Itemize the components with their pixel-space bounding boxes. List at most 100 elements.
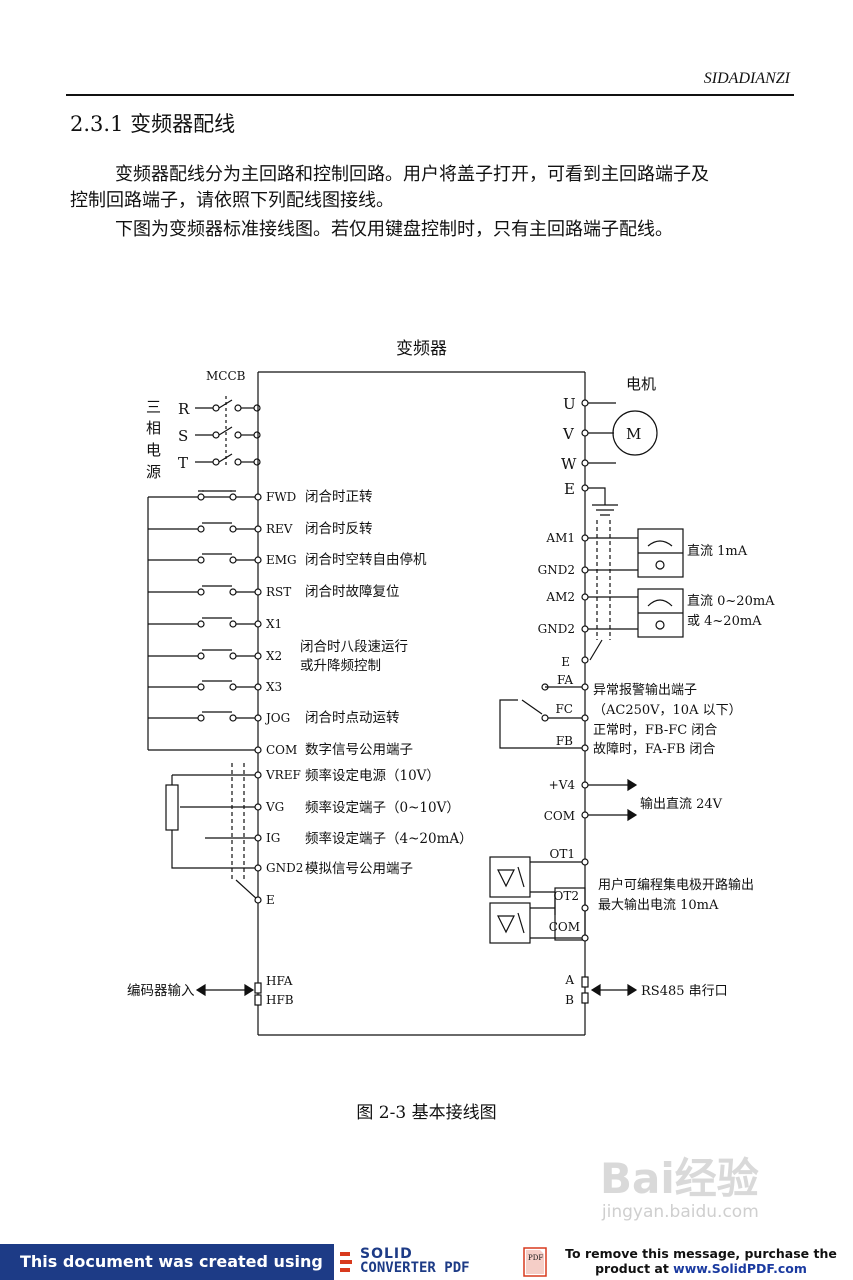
section-number: 2.3.1 (70, 112, 124, 136)
desc-vg: 频率设定端子（0~10V） (305, 799, 460, 816)
rs485-arrows (590, 983, 638, 997)
mccb-label: MCCB (206, 369, 246, 383)
potentiometer (165, 763, 259, 901)
power-label-4: 源 (146, 463, 161, 481)
desc-fwd: 闭合时正转 (305, 489, 373, 505)
terminal-v4: +V4 (549, 778, 576, 792)
rs485-label: RS485 串行口 (641, 984, 728, 999)
encoder-label: 编码器输入 (127, 983, 195, 999)
terminal-b: B (565, 993, 574, 1007)
output-e: E (564, 480, 575, 498)
relay-desc-4: 故障时，FA-FB 闭合 (593, 742, 715, 757)
terminal-a: A (564, 973, 574, 987)
logo-top: SOLID (360, 1246, 413, 1262)
terminal-fwd: FWD (266, 490, 296, 504)
solid-converter-logo: PDF SOLID CONVERTER PDF (338, 1246, 548, 1278)
terminal-x1: X1 (266, 617, 282, 631)
terminal-fa: FA (557, 673, 573, 687)
terminal-com-oc: COM (549, 920, 580, 934)
terminal-fb: FB (556, 734, 573, 748)
solidpdf-link[interactable]: www.SolidPDF.com (673, 1261, 807, 1276)
oc-desc-1: 用户可编程集电极开路输出 (598, 877, 754, 893)
terminal-com-out: COM (544, 809, 575, 823)
desc-rev: 闭合时反转 (305, 521, 373, 537)
power-label-1: 三 (146, 398, 161, 416)
motor-wiring (585, 402, 658, 516)
desc-multispeed-2: 或升降频控制 (300, 658, 381, 674)
output-u: U (563, 395, 576, 413)
power-out-desc: 输出直流 24V (640, 796, 723, 812)
banner-right-line1: To remove this message, purchase the (565, 1246, 837, 1261)
banner-right-prefix: product at (595, 1261, 674, 1276)
terminal-fc: FC (555, 702, 573, 716)
terminal-gnd2-b: GND2 (538, 622, 575, 636)
watermark-logo: Bai经验 (600, 1154, 759, 1203)
desc-vref: 频率设定电源（10V） (305, 767, 440, 784)
terminal-rst: RST (266, 585, 291, 599)
svg-text:PDF: PDF (528, 1254, 543, 1262)
desc-gnd2: 模拟信号公用端子 (305, 861, 413, 877)
terminal-am1: AM1 (545, 531, 575, 545)
terminal-rev: REV (266, 522, 293, 536)
open-collector-outputs (489, 856, 586, 944)
desc-emg: 闭合时空转自由停机 (305, 551, 427, 568)
terminal-hfb: HFB (266, 993, 294, 1007)
terminal-gnd2-a: GND2 (538, 563, 575, 577)
terminal-ot2: OT2 (554, 889, 579, 903)
header-rule (66, 94, 794, 96)
terminal-com: COM (266, 743, 297, 757)
phase-s: S (178, 427, 188, 445)
terminal-am2: AM2 (545, 590, 575, 604)
output-w: W (561, 455, 577, 473)
phase-r: R (178, 400, 190, 418)
power-label-2: 相 (146, 419, 161, 437)
desc-com: 数字信号公用端子 (305, 742, 413, 758)
terminal-vref: VREF (265, 768, 301, 782)
relay-desc-3: 正常时，FB-FC 闭合 (593, 723, 717, 738)
terminal-jog: JOG (264, 711, 290, 725)
paragraph-1: 变频器配线分为主回路和控制回路。用户将盖子打开，可看到主回路端子及 (115, 164, 709, 185)
output-v: V (562, 425, 575, 443)
relay-desc-1: 异常报警输出端子 (593, 682, 697, 698)
motor-label: 电机 (626, 375, 656, 393)
terminal-x2: X2 (266, 649, 282, 663)
digital-input-switches (148, 490, 258, 751)
power-label-3: 电 (146, 441, 161, 459)
motor-symbol: M (626, 425, 641, 443)
relay-contacts (499, 683, 585, 749)
terminal-e-right: E (561, 655, 570, 669)
paragraph-2: 控制回路端子，请依照下列配线图接线。 (70, 190, 394, 211)
terminal-gnd2: GND2 (266, 861, 303, 875)
oc-desc-2: 最大输出电流 10mA (598, 897, 719, 913)
terminal-ot1: OT1 (550, 847, 575, 861)
terminal-hfa: HFA (266, 974, 293, 988)
paragraph-3: 下图为变频器标准接线图。若仅用键盘控制时，只有主回路端子配线。 (115, 219, 673, 240)
desc-jog: 闭合时点动运转 (305, 710, 400, 726)
section-heading: 2.3.1 变频器配线 (70, 108, 235, 138)
desc-multispeed-1: 闭合时八段速运行 (300, 639, 408, 655)
terminal-e: E (266, 893, 275, 907)
encoder-arrows (195, 983, 255, 997)
desc-rst: 闭合时故障复位 (305, 583, 400, 600)
mccb-breaker (195, 396, 261, 466)
power-output-arrows (585, 778, 638, 822)
meter1-desc: 直流 1mA (687, 544, 748, 559)
diagram-title: 变频器 (396, 339, 447, 359)
pdf-banner: This document was created using PDF SOLI… (0, 1244, 853, 1280)
watermark: Bai经验 jingyan.baidu.com (600, 1145, 759, 1222)
watermark-url: jingyan.baidu.com (601, 1202, 759, 1222)
meter2-desc-1: 直流 0~20mA (687, 594, 775, 609)
analog-output-meters (585, 520, 684, 661)
terminal-ig: IG (266, 831, 280, 845)
terminal-x3: X3 (266, 680, 282, 694)
banner-left-text: This document was created using (0, 1244, 334, 1280)
desc-ig: 频率设定端子（4~20mA） (305, 830, 473, 847)
terminal-vg: VG (265, 800, 284, 814)
section-title: 变频器配线 (130, 112, 236, 136)
terminal-emg: EMG (266, 553, 297, 567)
running-header: SIDADIANZI (703, 70, 790, 87)
logo-bottom: CONVERTER PDF (360, 1260, 470, 1276)
meter2-desc-2: 或 4~20mA (687, 614, 762, 629)
banner-right-text: To remove this message, purchase the pro… (556, 1246, 846, 1276)
